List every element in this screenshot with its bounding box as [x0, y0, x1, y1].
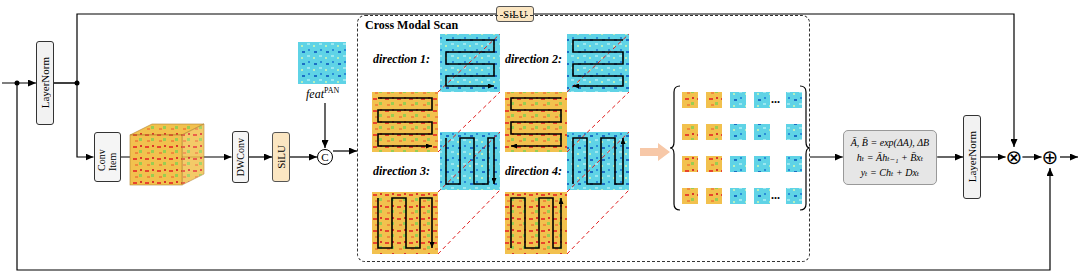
direction-label: direction 3:: [373, 164, 430, 179]
residual-line: [17, 83, 1050, 270]
connector: [249, 156, 273, 157]
connector: [937, 156, 963, 157]
node-text: yₜ = Chₜ + Dxₜ: [861, 165, 920, 180]
feature-name: feat: [306, 87, 324, 101]
connector: [54, 83, 94, 157]
output-line: [1060, 156, 1078, 157]
direction-label: direction 4:: [505, 164, 562, 179]
direction-label: direction 1:: [373, 52, 430, 67]
connector: [810, 156, 843, 157]
pan-arrow: [324, 103, 325, 148]
connector: [54, 14, 496, 83]
node-text: ⊗: [1006, 147, 1023, 167]
junction-dot: [15, 81, 20, 86]
node-text: Conv Item: [97, 143, 118, 171]
scan-paths: [378, 40, 623, 248]
node-text: ⊕: [1042, 147, 1059, 167]
node-text: SiLU: [503, 8, 527, 20]
activation-box: SiLU: [496, 6, 534, 22]
node-text: DWConv: [235, 138, 246, 176]
ellipsis: ...: [771, 188, 780, 203]
connector: [1022, 156, 1041, 157]
norm-box: LayerNorm: [963, 115, 981, 199]
node-text: C: [321, 152, 328, 163]
feature-superscript: PAN: [324, 86, 339, 95]
norm-box: LayerNorm: [36, 41, 54, 125]
node-text: SiLU: [275, 145, 287, 169]
sequence-matrix: [670, 86, 810, 210]
conv-box: DWConv: [232, 131, 249, 183]
node-text: LayerNorm: [39, 57, 51, 108]
feature-label: featPAN: [306, 86, 339, 102]
pan-feature-map: [298, 42, 346, 84]
node-text: LayerNorm: [966, 131, 978, 182]
junction-dot: [75, 81, 80, 86]
direction-label: direction 2:: [505, 52, 562, 67]
node-text: Ā, B̄ = exp(ΔA), ΔB: [851, 135, 929, 150]
equation-box: Ā, B̄ = exp(ΔA), ΔBhₜ = Āhₜ₋₁ + B̄xₜyₜ =…: [843, 130, 937, 185]
node-text: hₜ = Āhₜ₋₁ + B̄xₜ: [857, 150, 923, 165]
concat-circle: C: [317, 149, 333, 165]
activation-box: SiLU: [272, 132, 290, 182]
node-text: Cross Modal Scan: [365, 18, 458, 33]
conv-box: Conv Item: [94, 132, 121, 182]
feature-cube: [130, 124, 204, 185]
connector: [333, 150, 357, 151]
scan-maps: [372, 34, 629, 254]
scan-links: [438, 34, 629, 254]
connector: [534, 14, 1014, 147]
multiply-symbol: ⊗: [1006, 147, 1023, 167]
connector: [290, 156, 317, 157]
connector: [981, 156, 1006, 157]
flow-arrow: [640, 143, 670, 161]
ellipsis: ...: [771, 92, 780, 107]
add-symbol: ⊕: [1042, 147, 1059, 167]
